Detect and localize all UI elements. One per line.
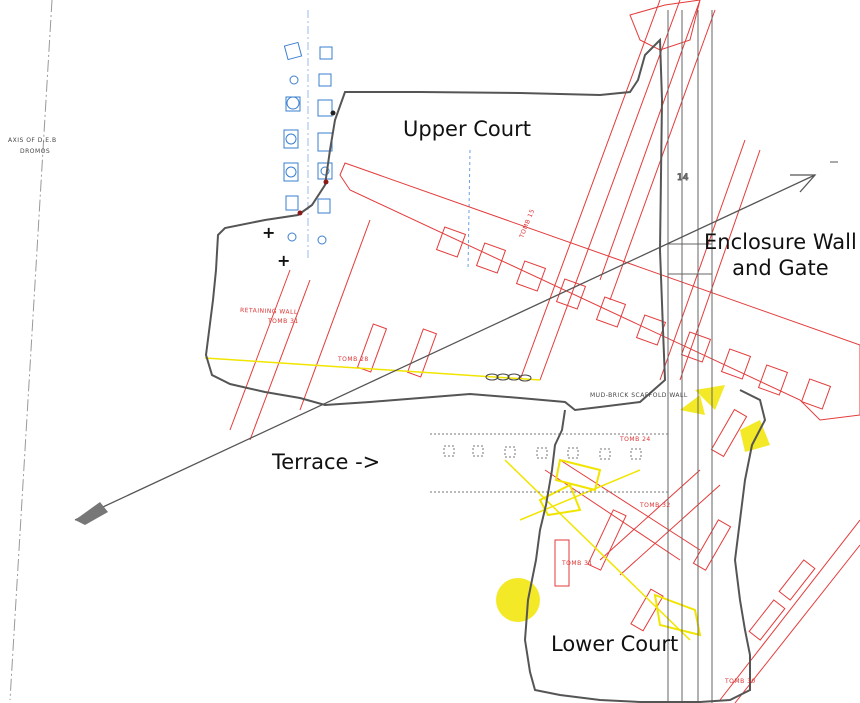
tomb-label: TOMB 24 bbox=[620, 436, 651, 443]
yellow-features bbox=[204, 357, 770, 641]
scaffold-wall-note: MUD-BRICK SCAFFOLD WALL bbox=[590, 392, 688, 399]
terrace-label: Terrace -> bbox=[272, 450, 381, 474]
marker-dot bbox=[297, 210, 303, 216]
tomb-label: TOMB 28 bbox=[338, 356, 369, 363]
red-lower-walls bbox=[544, 459, 721, 576]
marker-dot bbox=[330, 110, 336, 116]
enclosure-walls: 14 bbox=[667, 10, 713, 703]
cross-marker: + bbox=[277, 251, 290, 270]
cross-marker: + bbox=[262, 223, 275, 242]
blue-features bbox=[283, 41, 333, 245]
tomb-label: TOMB 31 bbox=[562, 560, 593, 567]
enclosure-wall-label: Enclosure Wall and Gate bbox=[704, 229, 857, 282]
red-chamber-corridor bbox=[339, 162, 860, 421]
chain-feature bbox=[485, 373, 532, 382]
blue-survey-line bbox=[467, 149, 471, 271]
terrace-squares bbox=[430, 433, 670, 493]
court-outline bbox=[204, 37, 767, 703]
marker-dot bbox=[323, 179, 329, 185]
enclosure-wall-label-line2: and Gate bbox=[732, 256, 829, 281]
tomb-label: TOMB 32 bbox=[640, 502, 671, 509]
red-diagonal-walls bbox=[229, 0, 761, 441]
survey-line bbox=[9, 0, 53, 701]
axis-annotation-sub: DROMOS bbox=[20, 148, 51, 155]
wall-mark: 14 bbox=[677, 173, 689, 183]
lower-court-label: Lower Court bbox=[551, 632, 679, 656]
red-tombs bbox=[356, 323, 860, 703]
enclosure-wall-label-line1: Enclosure Wall bbox=[704, 230, 857, 254]
tomb-label: TOMB 30 bbox=[725, 678, 756, 685]
axis-arrow bbox=[74, 161, 838, 525]
upper-court-label: Upper Court bbox=[403, 117, 531, 141]
retaining-wall-sub-note: TOMB 31 bbox=[268, 318, 299, 325]
axis-annotation: AXIS OF D.E.B bbox=[8, 137, 57, 144]
